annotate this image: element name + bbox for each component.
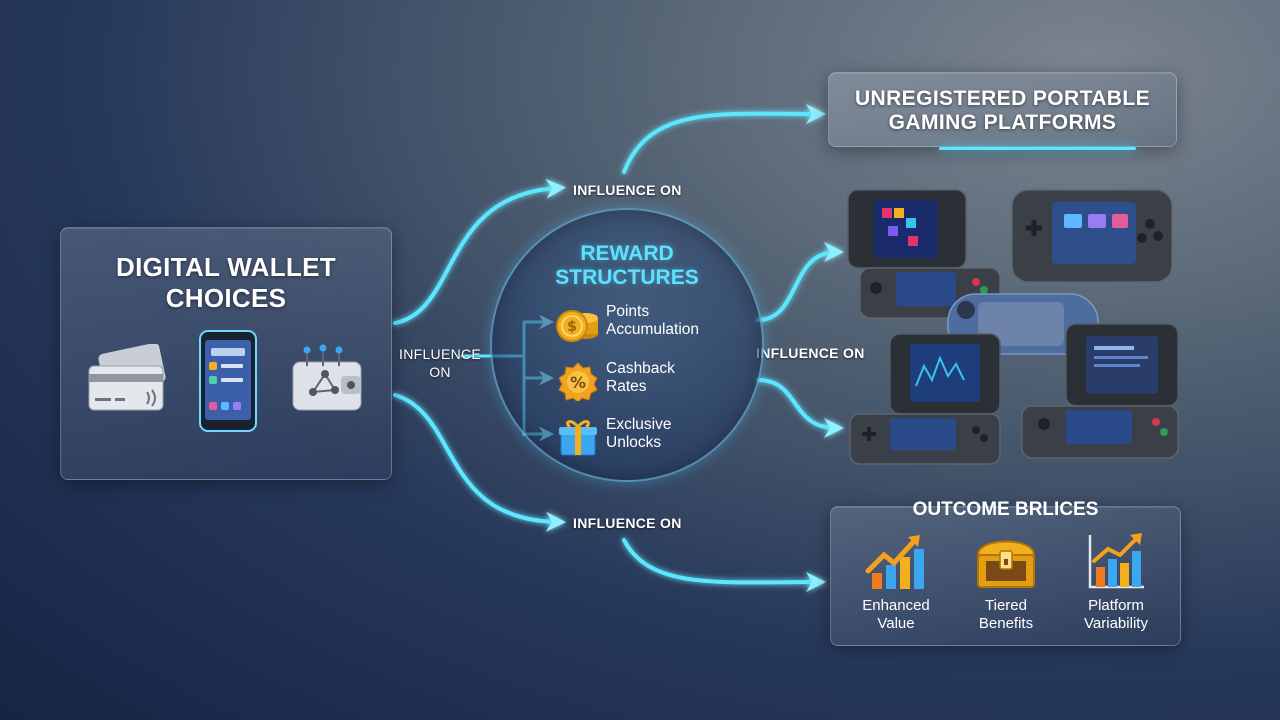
platform-title: UNREGISTERED PORTABLE GAMING PLATFORMS (854, 87, 1151, 134)
smartphone-icon (199, 330, 257, 432)
gift-box-icon (559, 420, 597, 456)
coin-stack-icon: $ (556, 310, 598, 342)
platform-glow-bar (939, 147, 1136, 150)
outcome-title: OUTCOME BRLICES (912, 499, 1099, 520)
reward-label-points: Points Accumulation (606, 303, 700, 338)
outcome-node: OUTCOME BRLICES Enhanced Value Tiered Be… (830, 499, 1181, 646)
edge-label-wallet-to-reward: INFLUENCE ON (399, 346, 482, 380)
outcome-item-tiered: Tiered Benefits (951, 531, 1061, 633)
edge-top-to-platform (622, 103, 826, 174)
reward-node (490, 208, 764, 482)
edge-wallet-bottom (393, 393, 566, 532)
reward-item-points: $ Points Accumulation (556, 302, 736, 346)
edge-label-bottom: INFLUENCE ON (573, 515, 682, 531)
handheld-devices-cluster (847, 189, 1179, 465)
reward-item-cashback: % Cashback Rates (556, 359, 736, 403)
treasure-chest-icon (976, 540, 1036, 588)
edge-wallet-top (393, 178, 566, 325)
handheld-console-icon (849, 333, 1001, 465)
outcome-label-variability: Platform Variability (1084, 597, 1148, 632)
reward-item-unlocks: Exclusive Unlocks (556, 415, 736, 459)
edge-circle-to-devices-bottom (756, 378, 844, 438)
edge-circle-to-devices-top (756, 242, 844, 322)
edge-label-middle: INFLUENCE ON (756, 345, 865, 361)
handheld-console-icon (1011, 189, 1173, 283)
reward-label-cashback: Cashback Rates (606, 360, 675, 395)
reward-title: REWARD STRUCTURES (555, 242, 699, 289)
handheld-console-icon (1021, 323, 1179, 459)
edge-bottom-to-outcome (622, 538, 826, 593)
platform-node: UNREGISTERED PORTABLE GAMING PLATFORMS (828, 72, 1177, 150)
reward-label-unlocks: Exclusive Unlocks (606, 416, 672, 451)
percent-badge-icon: % (558, 362, 598, 401)
rising-chart-icon (865, 535, 924, 589)
handheld-console-icon (847, 189, 1001, 319)
wallet-title: DIGITAL WALLET CHOICES (116, 252, 336, 313)
outcome-item-value: Enhanced Value (841, 531, 951, 633)
outcome-label-value: Enhanced Value (862, 597, 930, 632)
crypto-wallet-icon (292, 344, 362, 411)
credit-card-icon (88, 344, 166, 411)
edge-label-top: INFLUENCE ON (573, 182, 682, 198)
svg-text:%: % (570, 373, 586, 392)
bar-chart-icon (1088, 533, 1144, 589)
wallet-node: DIGITAL WALLET CHOICES (60, 227, 392, 480)
outcome-label-tiered: Tiered Benefits (978, 597, 1034, 632)
svg-text:$: $ (567, 319, 577, 335)
outcome-item-variability: Platform Variability (1061, 531, 1171, 633)
